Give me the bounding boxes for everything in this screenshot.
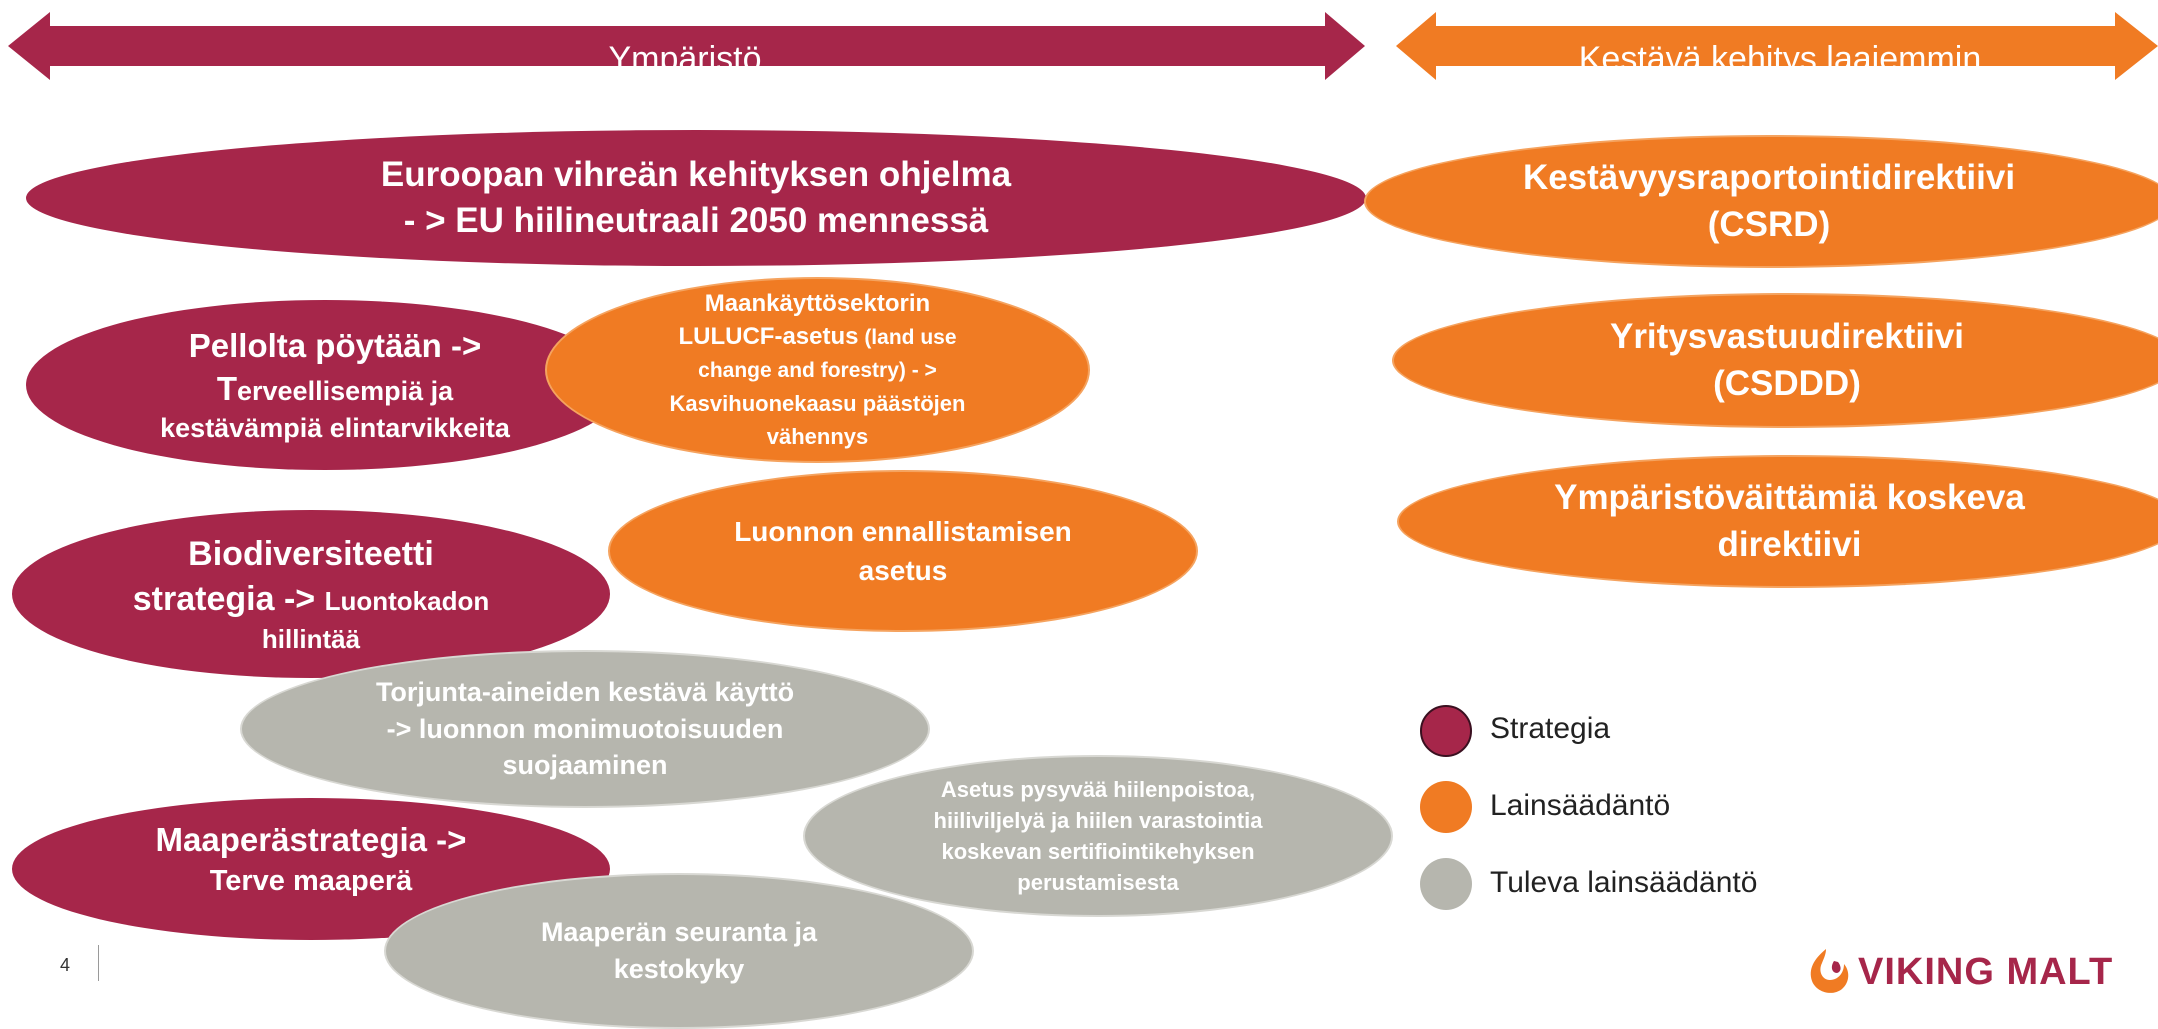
legend-strategy-label: Strategia xyxy=(1490,712,1611,745)
csrd-directive: Kestävyysraportointidirektiivi (CSRD) xyxy=(1364,135,2158,268)
soil-monitoring-line1: Maaperän seuranta ja xyxy=(540,916,818,947)
pesticides-line1: Torjunta-aineiden kestävä käyttö xyxy=(375,677,795,708)
sustainability-header: Kestävä kehitys laajemmin xyxy=(1578,40,1982,78)
legend-future-swatch xyxy=(1420,858,1472,910)
green-claims-line1: Ympäristöväittämiä koskeva xyxy=(1554,478,2025,518)
restoration-line2: asetus xyxy=(858,555,948,586)
lulucf-line3: change and forestry) - > xyxy=(698,359,937,383)
viking-malt-flame-icon xyxy=(1810,949,1849,993)
legend-strategy-swatch xyxy=(1420,705,1472,757)
carbon-removal-line4: perustamisesta xyxy=(1017,870,1179,896)
pesticides-future-regulation: Torjunta-aineiden kestävä käyttö -> luon… xyxy=(240,650,930,808)
lulucf-regulation: Maankäyttösektorin LULUCF-asetus (land u… xyxy=(545,277,1090,463)
csrd-line2: (CSRD) xyxy=(1707,204,1831,244)
lulucf-line4: Kasvihuonekaasu päästöjen xyxy=(669,390,966,416)
csrd-line1: Kestävyysraportointidirektiivi xyxy=(1522,158,2016,198)
green-deal-strategy: Euroopan vihreän kehityksen ohjelma - > … xyxy=(26,130,1366,266)
biodiversity-line1: Biodiversiteetti xyxy=(188,534,434,573)
lulucf-line1: Maankäyttösektorin xyxy=(704,290,931,318)
csddd-line2: (CSDDD) xyxy=(1713,363,1861,403)
page-number-divider xyxy=(98,945,99,981)
biodiversity-strategy: Biodiversiteetti strategia -> Luontokado… xyxy=(12,510,610,678)
soil-strategy-line2: Terve maaperä xyxy=(209,864,413,897)
soil-monitoring-line2: kestokyky xyxy=(613,954,745,984)
farm-to-fork-line1: Pellolta pöytään -> xyxy=(188,326,482,364)
green-claims-directive: Ympäristöväittämiä koskeva direktiivi xyxy=(1397,455,2158,588)
biodiversity-line3: hillintää xyxy=(261,623,361,654)
carbon-removal-line2: hiiliviljelyä ja hiilen varastointia xyxy=(933,807,1263,833)
environment-header: Ympäristö xyxy=(608,40,762,78)
restoration-line1: Luonnon ennallistamisen xyxy=(734,515,1072,547)
lulucf-line2a: LULUCF-asetus xyxy=(678,323,859,351)
csddd-line1: Yritysvastuudirektiivi xyxy=(1609,317,1965,357)
soil-strategy-line1: Maaperästrategia -> xyxy=(155,821,467,859)
pesticides-line3: suojaaminen xyxy=(502,750,668,781)
biodiversity-line2b: Luontokadon xyxy=(324,585,490,616)
environment-arrow xyxy=(8,12,1365,80)
viking-malt-logo: VIKING MALT xyxy=(1858,951,2114,993)
soil-monitoring-future-regulation: Maaperän seuranta ja kestokyky xyxy=(384,873,974,1029)
green-deal-line2: - > EU hiilineutraali 2050 mennessä xyxy=(403,201,989,240)
farm-to-fork-line2-initial: T xyxy=(216,370,237,408)
green-deal-line1: Euroopan vihreän kehityksen ohjelma xyxy=(380,154,1012,194)
pesticides-line2: -> luonnon monimuotoisuuden xyxy=(386,713,784,744)
page-number: 4 xyxy=(60,955,71,975)
legend-legislation-label: Lainsäädäntö xyxy=(1490,789,1671,822)
lulucf-line5: vähennys xyxy=(766,423,869,449)
farm-to-fork-line3: kestävämpiä elintarvikkeita xyxy=(160,412,510,443)
biodiversity-line2a: strategia -> xyxy=(132,579,325,618)
lulucf-line2b: (land use xyxy=(858,326,957,350)
carbon-removal-future-regulation: Asetus pysyvää hiilenpoistoa, hiilivilje… xyxy=(803,755,1393,917)
farm-to-fork-strategy: Pellolta pöytään -> Terveellisempiä ja k… xyxy=(26,300,624,470)
sustainability-arrow xyxy=(1396,12,2158,80)
carbon-removal-line3: koskevan sertifiointikehyksen xyxy=(941,839,1255,864)
green-claims-line2: direktiivi xyxy=(1717,524,1862,564)
legend-future-label: Tuleva lainsäädäntö xyxy=(1490,866,1758,899)
restoration-regulation: Luonnon ennallistamisen asetus xyxy=(608,470,1198,632)
csddd-directive: Yritysvastuudirektiivi (CSDDD) xyxy=(1392,293,2158,428)
carbon-removal-line1: Asetus pysyvää hiilenpoistoa, xyxy=(940,776,1256,802)
legend-legislation-swatch xyxy=(1420,781,1472,833)
farm-to-fork-line2: erveellisempiä ja xyxy=(237,376,454,407)
